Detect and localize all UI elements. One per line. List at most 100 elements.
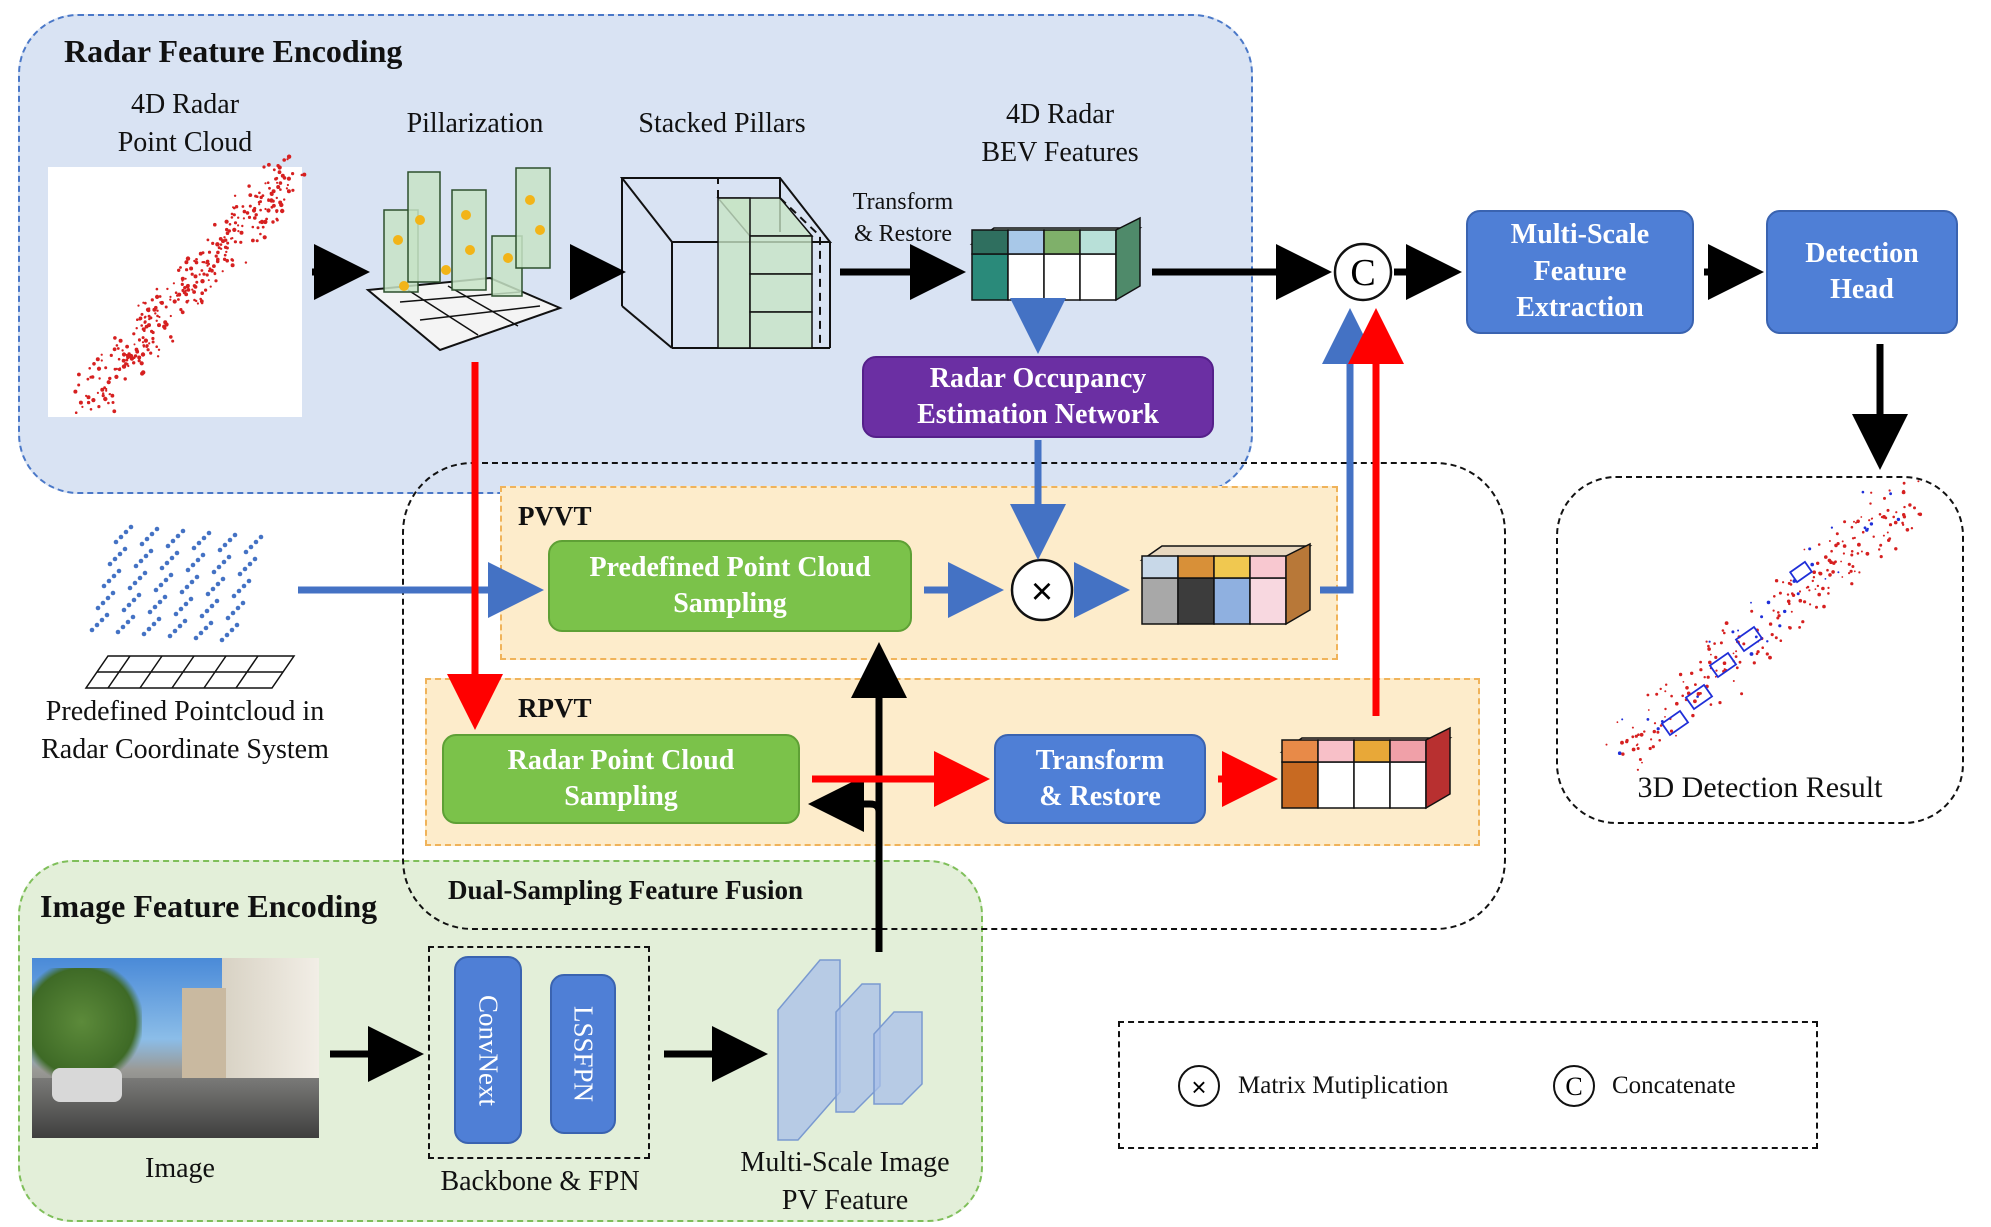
radar-point: [163, 320, 168, 325]
predefined-point: [198, 630, 204, 636]
radar-point: [198, 273, 201, 276]
radar-point: [96, 391, 99, 394]
predefined-pc-label: Predefined Pointcloud in Radar Coordinat…: [41, 696, 329, 765]
result-point: [1652, 729, 1657, 734]
result-point: [1901, 521, 1904, 525]
predefined-point: [157, 599, 163, 605]
pillar-point: [415, 215, 425, 225]
result-point: [1850, 550, 1854, 553]
bev-feature-cube: [969, 216, 1143, 302]
radar-point: [136, 318, 139, 322]
result-point-cloud-scatter: [1605, 480, 1923, 771]
radar-point: [140, 312, 144, 316]
radar-point: [276, 185, 281, 189]
predefined-point: [173, 611, 179, 617]
radar-point: [125, 362, 129, 366]
result-point: [1670, 694, 1673, 698]
result-point: [1896, 517, 1901, 522]
radar-point: [150, 298, 154, 302]
radar-point: [114, 374, 119, 379]
radar-point: [258, 221, 262, 224]
radar-point: [212, 264, 216, 268]
radar-point: [209, 285, 212, 288]
predefined-point: [206, 530, 212, 536]
backbone-fpn-label: Backbone & FPN: [440, 1166, 640, 1197]
radar-point: [158, 315, 161, 319]
radar-point: [286, 176, 291, 181]
result-point: [1788, 602, 1791, 606]
predefined-point: [204, 608, 210, 614]
result-point: [1620, 740, 1624, 745]
radar-point: [121, 364, 127, 369]
radar-point: [283, 198, 286, 201]
result-point: [1901, 523, 1905, 526]
radar-point: [251, 238, 255, 243]
radar-point: [193, 259, 196, 263]
predefined-point: [175, 533, 181, 539]
result-point: [1617, 751, 1622, 755]
radar-point: [276, 164, 280, 168]
radar-point: [121, 349, 124, 352]
predefined-point: [101, 583, 107, 589]
result-point: [1902, 481, 1906, 485]
predefined-point: [147, 609, 153, 615]
pillar-grid-line: [407, 289, 479, 336]
result-point: [1724, 621, 1729, 625]
predefined-point: [105, 595, 111, 601]
result-point: [1631, 726, 1634, 729]
radar-point: [259, 200, 262, 204]
result-point: [1861, 530, 1865, 534]
result-point: [1815, 605, 1818, 609]
result-point: [1742, 642, 1746, 646]
radar-point: [141, 336, 145, 340]
predefined-pointcloud-dots: [89, 524, 264, 643]
building-mid: [182, 988, 226, 1078]
radar-point: [200, 279, 205, 284]
result-point: [1865, 528, 1869, 532]
result-point: [1718, 701, 1722, 705]
radar-point: [206, 238, 210, 242]
result-point: [1750, 609, 1754, 613]
predefined-point: [170, 538, 176, 544]
radar-point: [179, 266, 182, 269]
predefined-point: [235, 605, 241, 611]
radar-point: [177, 268, 181, 272]
result-point: [1690, 671, 1694, 675]
radar-point: [253, 206, 257, 211]
bev-features-label: 4D Radar BEV Features: [981, 99, 1139, 168]
result-point: [1714, 655, 1718, 660]
predefined-point: [165, 543, 171, 549]
radar-point: [150, 329, 154, 333]
result-point: [1849, 569, 1853, 573]
predefined-point: [190, 562, 196, 568]
radar-point: [228, 223, 232, 226]
radar-point: [196, 302, 199, 305]
result-point: [1651, 745, 1655, 749]
radar-point: [117, 357, 121, 361]
radar-point: [264, 182, 267, 185]
result-point: [1790, 610, 1793, 613]
result-point: [1843, 520, 1847, 524]
radar-point: [267, 162, 271, 167]
radar-point: [151, 336, 155, 341]
result-point: [1708, 640, 1711, 643]
radar-point: [286, 154, 292, 159]
radar-point: [280, 173, 285, 178]
result-point: [1779, 639, 1783, 642]
radar-point: [86, 377, 90, 381]
result-point: [1791, 592, 1794, 595]
radar-point: [115, 344, 119, 347]
radar-point: [185, 256, 191, 261]
radar-point: [274, 177, 278, 181]
radar-point: [195, 258, 198, 261]
predefined-point: [247, 561, 253, 567]
radar-point: [286, 189, 291, 194]
result-point: [1840, 560, 1842, 563]
result-point: [1722, 661, 1727, 665]
radar-point: [227, 229, 231, 233]
radar-point: [237, 230, 240, 233]
result-point: [1776, 616, 1780, 620]
result-point: [1888, 537, 1892, 540]
image-region-title: Image Feature Encoding: [40, 888, 378, 924]
result-point: [1752, 661, 1756, 665]
